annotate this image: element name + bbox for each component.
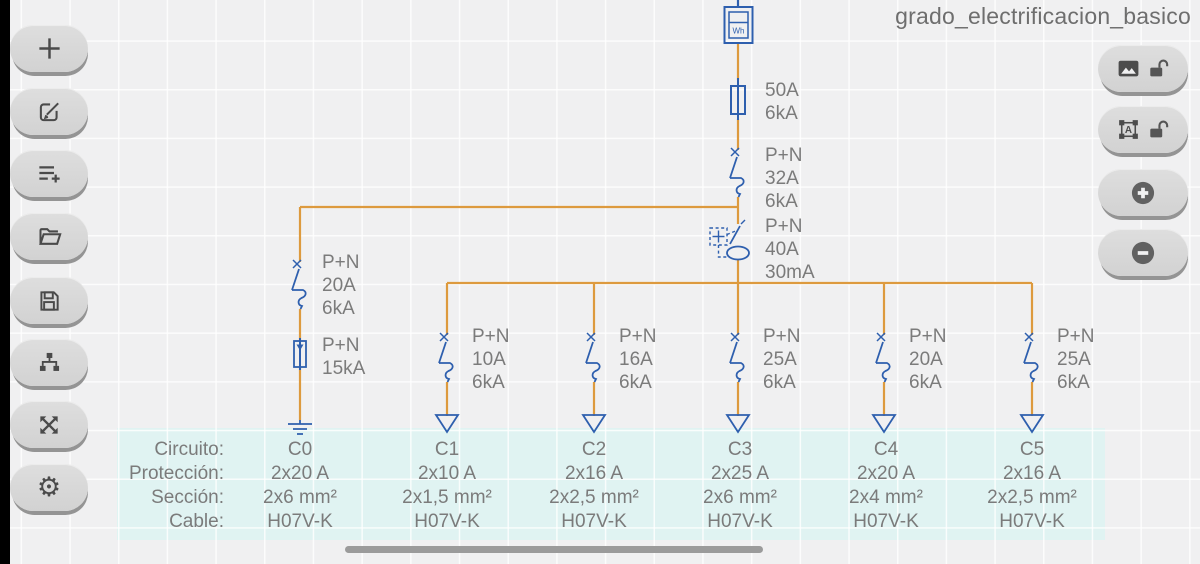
- zoom-in-button[interactable]: [1098, 169, 1188, 216]
- main-breaker-symbol[interactable]: [729, 147, 745, 198]
- unlock-icon: [1150, 120, 1169, 137]
- c4-load-arrow: [872, 414, 896, 433]
- image-icon: [1118, 60, 1139, 77]
- c0-breaker-symbol[interactable]: [291, 259, 307, 310]
- open-button[interactable]: [10, 213, 88, 260]
- table-cell-protection: 2x16 A: [564, 463, 624, 484]
- edit-icon: [39, 102, 59, 121]
- table-cell-section: 2x6 mm²: [703, 487, 777, 508]
- unlock-icon: [1150, 59, 1169, 76]
- text-select-icon: A: [1119, 120, 1138, 139]
- c3-breaker-symbol[interactable]: [729, 332, 745, 383]
- table-cell-circuit: C3: [727, 439, 753, 460]
- table-cell-cable: H07V-K: [999, 511, 1065, 532]
- zoom-out-button[interactable]: [1098, 229, 1188, 276]
- table-row-label: Sección:: [151, 487, 224, 508]
- c2-breaker-symbol[interactable]: [585, 332, 601, 383]
- hierarchy-icon: [39, 352, 59, 371]
- table-cell-cable: H07V-K: [853, 511, 919, 532]
- expand-arrows-icon: [40, 415, 58, 434]
- fuse-symbol[interactable]: [730, 78, 746, 120]
- edit-button[interactable]: [10, 88, 88, 135]
- svg-text:Wh: Wh: [733, 27, 745, 36]
- project-title: grado_electrificacion_basico: [895, 3, 1191, 29]
- table-cell-circuit: C1: [434, 439, 460, 460]
- table-cell-cable: H07V-K: [267, 511, 333, 532]
- playlist-add-icon: [38, 166, 60, 183]
- c2-load-arrow: [582, 414, 606, 433]
- table-cell-circuit: C4: [873, 439, 899, 460]
- plus-icon: [38, 38, 60, 59]
- table-cell-protection: 2x20 A: [856, 463, 916, 484]
- horizontal-scrollbar[interactable]: [345, 546, 763, 553]
- table-row-label: Cable:: [169, 511, 224, 532]
- table-cell-cable: H07V-K: [707, 511, 773, 532]
- table-cell-protection: 2x20 A: [270, 463, 330, 484]
- c1-breaker-symbol[interactable]: [438, 332, 454, 383]
- table-cell-circuit: C0: [287, 439, 313, 460]
- table-cell-circuit: C2: [581, 439, 607, 460]
- table-cell-protection: 2x16 A: [1002, 463, 1062, 484]
- background-image-lock-button[interactable]: [1098, 45, 1188, 92]
- table-cell-cable: H07V-K: [561, 511, 627, 532]
- save-button[interactable]: [10, 277, 88, 324]
- plus-circle-icon: [1131, 181, 1155, 204]
- rcd-symbol[interactable]: [709, 219, 750, 261]
- energy-meter-symbol[interactable]: Wh: [723, 6, 754, 44]
- c1-load-arrow: [435, 414, 459, 433]
- table-cell-protection: 2x25 A: [710, 463, 770, 484]
- gear-icon: ⚙: [36, 472, 62, 503]
- table-cell-section: 2x2,5 mm²: [987, 487, 1077, 508]
- table-cell-circuit: C5: [1019, 439, 1045, 460]
- table-cell-section: 2x6 mm²: [263, 487, 337, 508]
- table-cell-cable: H07V-K: [414, 511, 480, 532]
- schema-tree-button[interactable]: [10, 339, 88, 386]
- wires: [298, 43, 1034, 420]
- add-list-button[interactable]: [10, 150, 88, 197]
- table-row-label: Protección:: [128, 463, 224, 484]
- svg-text:A: A: [1125, 125, 1132, 136]
- c5-breaker-symbol[interactable]: [1023, 332, 1039, 383]
- c4-breaker-symbol[interactable]: [875, 332, 891, 383]
- table-cell-section: 2x4 mm²: [849, 487, 923, 508]
- table-cell-section: 2x1,5 mm²: [402, 487, 492, 508]
- c5-load-arrow: [1020, 414, 1044, 433]
- table-row-label: Circuito:: [154, 439, 224, 460]
- c3-load-arrow: [726, 414, 750, 433]
- text-labels-lock-button[interactable]: A: [1098, 106, 1188, 153]
- table-cell-protection: 2x10 A: [417, 463, 477, 484]
- fit-screen-button[interactable]: [10, 401, 88, 448]
- ground-symbol: [288, 420, 312, 435]
- save-icon: [40, 290, 59, 311]
- folder-open-icon: [38, 228, 62, 245]
- minus-circle-icon: [1131, 241, 1155, 264]
- add-button[interactable]: [10, 25, 88, 72]
- screen-edge-strip: [0, 0, 10, 564]
- table-cell-section: 2x2,5 mm²: [549, 487, 639, 508]
- settings-button[interactable]: ⚙: [10, 464, 88, 511]
- surge-protector-symbol[interactable]: [293, 338, 307, 370]
